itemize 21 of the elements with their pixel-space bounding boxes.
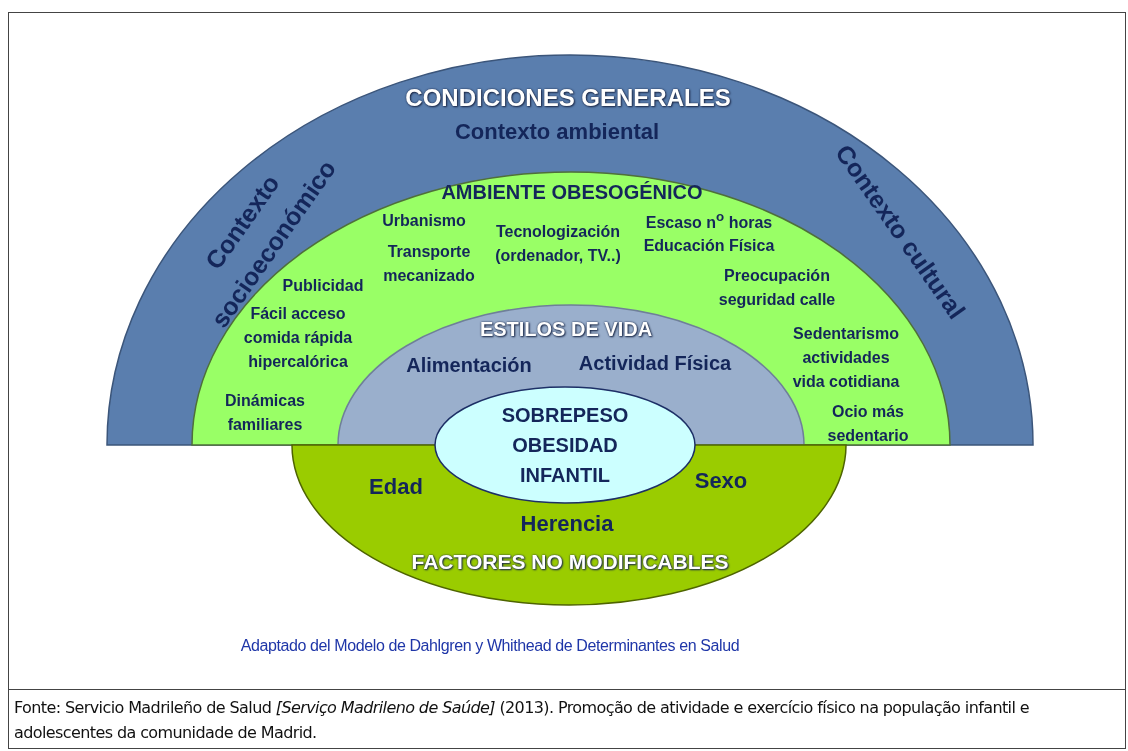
factor-label: Ocio más sedentario [826,402,910,446]
factor-label: Actividad Física [578,351,732,376]
band-heading: FACTORES NO MODIFICABLES [411,549,729,576]
figure-caption: Fonte: Servicio Madrileño de Salud [Serviço Madrileno de Saúde] (2013). Promoção de atividade e exercício físico na população infantil e adolescentes da comunidade de Madrid. [14,697,1031,744]
source-note: Adaptado del Modelo de Dahlgren y Whithead de Determinantes en Salud [239,637,741,655]
factor-label: Preocupación seguridad calle [717,266,837,310]
factor-label: Sexo [694,466,748,495]
factor-label: Escaso n$^{o}$ horas Educación Física [642,208,776,257]
band-heading: ESTILOS DE VIDA [479,317,653,342]
factor-label: Contexto ambiental [454,117,660,146]
factor-label: Tecnologización (ordenador, TV..) [494,222,622,266]
factor-label: Herencia [520,509,614,538]
factor-label: Transporte mecanizado [382,242,476,286]
factor-label: Dinámicas familiares [223,391,306,435]
factor-label: AMBIENTE OBESOGÉNICO [441,180,703,205]
band-heading: CONDICIONES GENERALES [405,83,731,113]
factor-label: Urbanismo [382,211,466,231]
factor-label: Sedentarismo actividades vida cotidiana [791,324,901,392]
factor-label: Alimentación [406,353,532,378]
factor-label: SOBREPESO OBESIDAD INFANTIL [500,403,630,488]
factor-label: Edad [369,472,423,501]
